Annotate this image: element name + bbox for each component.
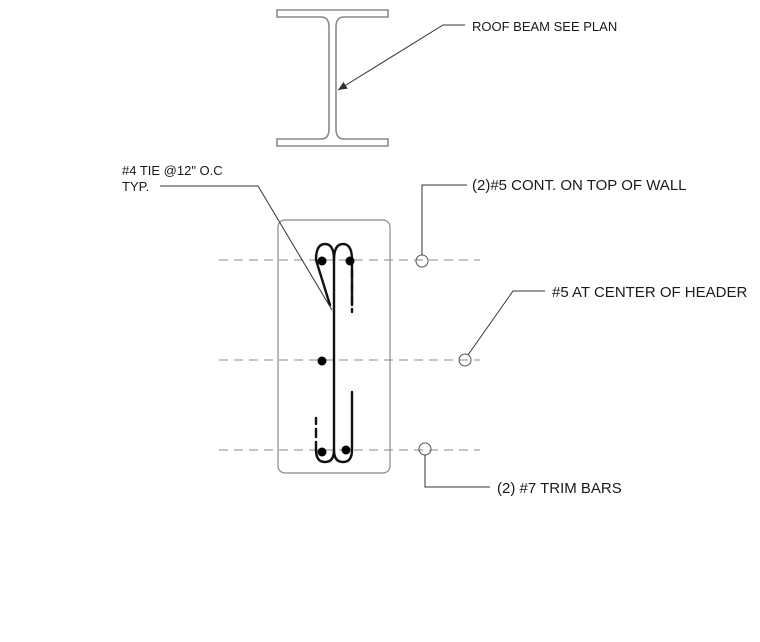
- concrete-header-outline: [277, 219, 391, 474]
- roof-beam-section: [276, 9, 389, 147]
- tie-label-line2: TYP.: [122, 179, 149, 194]
- callout-bubbles: [415, 254, 472, 456]
- roof-beam-label: ROOF BEAM SEE PLAN: [472, 19, 617, 34]
- center-bar: [317, 356, 327, 366]
- trim-bar-right: [341, 445, 351, 455]
- trim-bars-label: (2) #7 TRIM BARS: [497, 480, 622, 497]
- top-bar-right: [345, 256, 355, 266]
- trim-bar-left: [317, 447, 327, 457]
- rebar-dots: [317, 256, 355, 457]
- top-bar-left: [317, 256, 327, 266]
- tie-rebar: [314, 242, 354, 464]
- bar-reference-lines: [219, 259, 480, 451]
- top-bars-label: (2)#5 CONT. ON TOP OF WALL: [472, 177, 687, 194]
- leader-lines: [160, 24, 545, 488]
- center-bar-label: #5 AT CENTER OF HEADER: [552, 284, 747, 301]
- tie-label-line1: #4 TIE @12" O.C: [122, 163, 223, 178]
